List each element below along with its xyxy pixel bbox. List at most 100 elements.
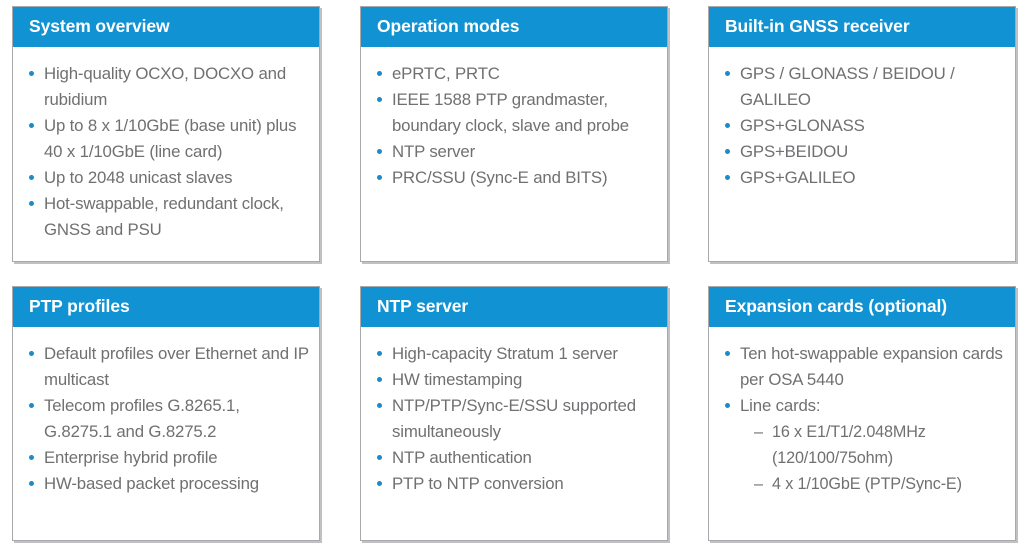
bullet-dot-icon [725, 71, 730, 76]
card-title: NTP server [377, 295, 469, 316]
sub-list-item-label: 4 x 1/10GbE (PTP/Sync-E) [772, 475, 962, 493]
sub-list-item: –4 x 1/10GbE (PTP/Sync-E) [754, 471, 1005, 497]
bullet-dot-icon [29, 175, 34, 180]
list-item-label: GPS / GLONASS / BEIDOU / GALILEO [740, 64, 955, 109]
list-item-label: NTP/PTP/Sync-E/SSU supported simultaneou… [392, 396, 636, 441]
list-item: Telecom profiles G.8265.1, G.8275.1 and … [27, 393, 309, 445]
card-header-system-overview: System overview [13, 7, 319, 47]
card-header-built-in-gnss-receiver: Built-in GNSS receiver [709, 7, 1015, 47]
bullet-dot-icon [725, 123, 730, 128]
bullet-dot-icon [29, 403, 34, 408]
list-item: High-quality OCXO, DOCXO and rubidium [27, 61, 309, 113]
list-item-label: HW-based packet processing [44, 474, 259, 493]
list-item-label: Up to 2048 unicast slaves [44, 168, 233, 187]
list-item: Ten hot-swappable expansion cards per OS… [723, 341, 1005, 393]
list-item-label: GPS+GLONASS [740, 116, 865, 135]
bullet-dot-icon [725, 351, 730, 356]
card-body-ntp-server: High-capacity Stratum 1 server HW timesta… [361, 327, 667, 540]
card-header-ptp-profiles: PTP profiles [13, 287, 319, 327]
bullet-dot-icon [29, 455, 34, 460]
card-title: Operation modes [377, 15, 520, 36]
list-item-label: Telecom profiles G.8265.1, G.8275.1 and … [44, 396, 240, 441]
bullet-dot-icon [29, 351, 34, 356]
list-item-label: Up to 8 x 1/10GbE (base unit) plus 40 x … [44, 116, 297, 161]
list-item-label: Ten hot-swappable expansion cards per OS… [740, 344, 1003, 389]
bullet-dot-icon [377, 351, 382, 356]
list-item-label: PTP to NTP conversion [392, 474, 564, 493]
bullet-list: High-quality OCXO, DOCXO and rubidium Up … [27, 61, 309, 243]
list-item-label: PRC/SSU (Sync-E and BITS) [392, 168, 608, 187]
card-title: System overview [29, 15, 170, 36]
bullet-dot-icon [377, 455, 382, 460]
list-item-label: Hot-swappable, redundant clock, GNSS and… [44, 194, 284, 239]
dash-marker-icon: – [754, 423, 763, 441]
list-item: Hot-swappable, redundant clock, GNSS and… [27, 191, 309, 243]
list-item-label: GPS+GALILEO [740, 168, 856, 187]
bullet-list: ePRTC, PRTC IEEE 1588 PTP grandmaster, bo… [375, 61, 657, 191]
bullet-dot-icon [29, 481, 34, 486]
list-item: GPS+BEIDOU [723, 139, 1005, 165]
list-item: GPS+GLONASS [723, 113, 1005, 139]
list-item: HW-based packet processing [27, 471, 309, 497]
bullet-dot-icon [29, 201, 34, 206]
list-item-label: NTP authentication [392, 448, 532, 467]
list-item-label: Default profiles over Ethernet and IP mu… [44, 344, 309, 389]
card-title: Expansion cards (optional) [725, 295, 948, 316]
bullet-dot-icon [377, 175, 382, 180]
bullet-list: GPS / GLONASS / BEIDOU / GALILEO GPS+GLON… [723, 61, 1005, 191]
dash-marker-icon: – [754, 475, 763, 493]
list-item-label: Enterprise hybrid profile [44, 448, 218, 467]
list-item: PTP to NTP conversion [375, 471, 657, 497]
list-item: IEEE 1588 PTP grandmaster, boundary cloc… [375, 87, 657, 139]
card-body-expansion-cards-optional: Ten hot-swappable expansion cards per OS… [709, 327, 1015, 540]
card-body-built-in-gnss-receiver: GPS / GLONASS / BEIDOU / GALILEO GPS+GLON… [709, 47, 1015, 261]
sub-list-item-label: 16 x E1/T1/2.048MHz (120/100/75ohm) [772, 423, 926, 467]
card-header-expansion-cards-optional: Expansion cards (optional) [709, 287, 1015, 327]
card-body-system-overview: High-quality OCXO, DOCXO and rubidium Up … [13, 47, 319, 261]
feature-card-expansion-cards-optional: Expansion cards (optional) Ten hot-swappa… [708, 286, 1016, 541]
list-item: Default profiles over Ethernet and IP mu… [27, 341, 309, 393]
bullet-dot-icon [377, 403, 382, 408]
list-item: Up to 2048 unicast slaves [27, 165, 309, 191]
list-item: PRC/SSU (Sync-E and BITS) [375, 165, 657, 191]
list-item-label: High-quality OCXO, DOCXO and rubidium [44, 64, 287, 109]
sub-bullet-list: –16 x E1/T1/2.048MHz (120/100/75ohm)–4 x… [740, 419, 1005, 497]
bullet-list: High-capacity Stratum 1 server HW timesta… [375, 341, 657, 497]
feature-card-operation-modes: Operation modes ePRTC, PRTC IEEE 1588 PTP … [360, 6, 668, 262]
bullet-list: Default profiles over Ethernet and IP mu… [27, 341, 309, 497]
bullet-dot-icon [725, 175, 730, 180]
list-item: ePRTC, PRTC [375, 61, 657, 87]
list-item: Up to 8 x 1/10GbE (base unit) plus 40 x … [27, 113, 309, 165]
card-title: PTP profiles [29, 295, 130, 316]
sub-list-item: –16 x E1/T1/2.048MHz (120/100/75ohm) [754, 419, 1005, 471]
list-item: NTP server [375, 139, 657, 165]
bullet-list: Ten hot-swappable expansion cards per OS… [723, 341, 1005, 497]
list-item: HW timestamping [375, 367, 657, 393]
list-item: GPS / GLONASS / BEIDOU / GALILEO [723, 61, 1005, 113]
card-body-operation-modes: ePRTC, PRTC IEEE 1588 PTP grandmaster, bo… [361, 47, 667, 261]
bullet-dot-icon [725, 403, 730, 408]
list-item-label: NTP server [392, 142, 476, 161]
list-item: NTP authentication [375, 445, 657, 471]
bullet-dot-icon [377, 71, 382, 76]
list-item-label: ePRTC, PRTC [392, 64, 500, 83]
card-header-operation-modes: Operation modes [361, 7, 667, 47]
card-header-ntp-server: NTP server [361, 287, 667, 327]
card-title: Built-in GNSS receiver [725, 15, 910, 36]
card-body-ptp-profiles: Default profiles over Ethernet and IP mu… [13, 327, 319, 540]
list-item-label: IEEE 1588 PTP grandmaster, boundary cloc… [392, 90, 629, 135]
bullet-dot-icon [377, 149, 382, 154]
list-item-label: High-capacity Stratum 1 server [392, 344, 618, 363]
bullet-dot-icon [377, 481, 382, 486]
list-item: Enterprise hybrid profile [27, 445, 309, 471]
list-item: High-capacity Stratum 1 server [375, 341, 657, 367]
bullet-dot-icon [725, 149, 730, 154]
bullet-dot-icon [377, 97, 382, 102]
list-item-label: HW timestamping [392, 370, 523, 389]
bullet-dot-icon [29, 123, 34, 128]
bullet-dot-icon [29, 71, 34, 76]
